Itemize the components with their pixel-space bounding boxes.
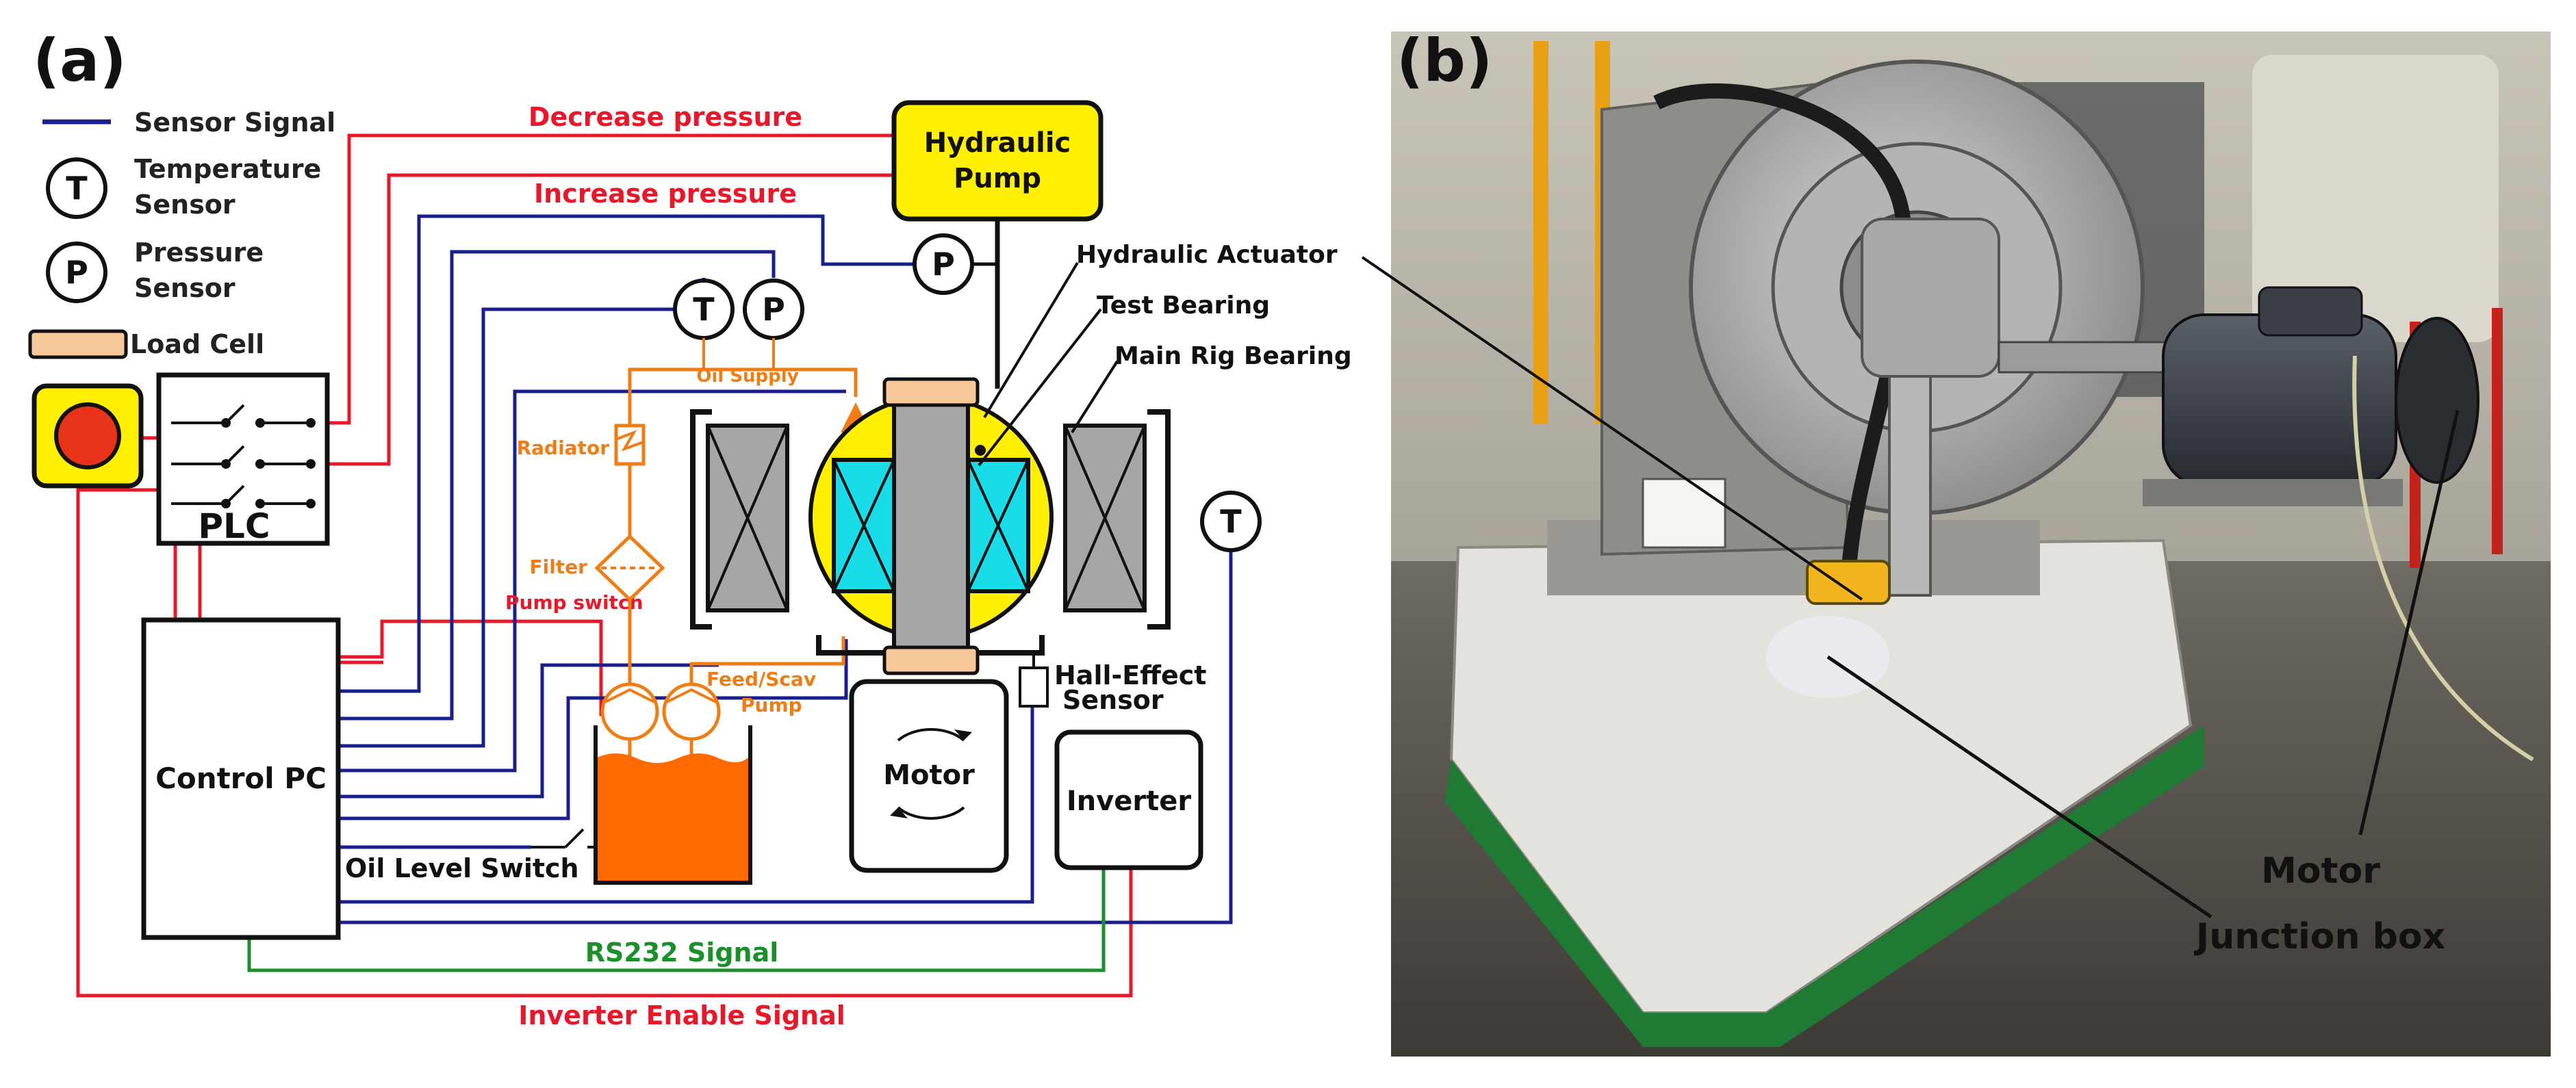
emergency-stop-button — [31, 383, 144, 489]
legend-temperature-line1: Temperature — [134, 154, 321, 184]
bearing-temperature-sensor: T — [1200, 491, 1262, 552]
rs232-signal-label: RS232 Signal — [585, 937, 779, 968]
rig-sign — [1642, 478, 1726, 549]
oil-temperature-letter: T — [693, 291, 715, 328]
hydraulic-pump-box: Hydraulic Pump — [891, 100, 1104, 389]
radiator-label: Radiator — [517, 437, 610, 459]
temperature-symbol-letter: T — [66, 170, 88, 207]
pressure-sensor-letter: P — [932, 246, 955, 283]
load-cell-yellow — [1806, 560, 1891, 605]
actuator-arm — [1888, 368, 1932, 597]
test-bearing-left — [832, 458, 896, 593]
motor-callout-line — [2358, 410, 2460, 836]
load-cell-top — [882, 377, 980, 407]
actuator-photo-callout-line — [1361, 256, 1863, 601]
control-pc-label: Control PC — [155, 762, 327, 795]
rs232-wire — [247, 868, 1106, 972]
plc-box: PLC — [156, 372, 330, 546]
drive-shaft — [1998, 341, 2178, 374]
hall-effect-line1: Hall-Effect — [1054, 660, 1206, 690]
pressure-sensor-symbol — [46, 242, 107, 303]
legend: Sensor Signal T Temperature Sensor P Pre… — [28, 107, 335, 359]
legend-temperature-line2: Sensor — [134, 190, 235, 220]
oil-supply-label: Oil Supply — [696, 366, 798, 387]
hydraulic-actuator-label: Hydraulic Actuator — [1076, 241, 1338, 269]
pressure-symbol-letter: P — [65, 254, 88, 291]
filter-label: Filter — [529, 556, 587, 578]
oil-pressure-sensor: P — [743, 279, 804, 340]
bearing-temperature-letter: T — [1220, 503, 1242, 540]
test-bearing-housing — [1861, 218, 2000, 378]
actuator-callout-dot — [975, 445, 986, 456]
main-rig-bearing-label: Main Rig Bearing — [1114, 342, 1352, 370]
motor-box: Motor — [849, 679, 1009, 873]
hydraulic-pump-line1: Hydraulic — [924, 127, 1071, 159]
control-pc-box: Control PC — [141, 617, 341, 940]
inverter-label: Inverter — [1067, 786, 1192, 817]
legend-pressure-line1: Pressure — [134, 237, 264, 268]
test-bearing-right — [966, 458, 1030, 593]
feed-scav-pumps: Feed/Scav Pump — [600, 668, 816, 741]
main-rig-bearing-left — [706, 424, 789, 612]
inverter-enable-signal-label: Inverter Enable Signal — [518, 1000, 845, 1031]
radiator-symbol: Radiator — [517, 424, 646, 466]
hydraulic-pump-line2: Pump — [954, 163, 1041, 194]
increase-pressure-label: Increase pressure — [534, 179, 797, 209]
callout-lines — [978, 261, 1119, 467]
photo-motor — [2143, 286, 2479, 506]
main-rig-bearing-right — [1063, 424, 1147, 612]
hall-effect-sensor: Hall-Effect Sensor — [1019, 653, 1206, 715]
inverter-box: Inverter — [1054, 729, 1203, 870]
motor-label: Motor — [883, 760, 975, 791]
blue-sensor-wires — [338, 214, 1233, 924]
panel-a-diagram: (a) Sensor Signal T Temperature Sensor P… — [28, 27, 1352, 1031]
panel-a-label: (a) — [33, 27, 127, 95]
junction-callout-line — [1826, 655, 2212, 919]
feed-scav-pump-line2: Pump — [741, 694, 802, 716]
test-bearing-label: Test Bearing — [1097, 292, 1270, 320]
legend-load-cell-swatch — [28, 329, 128, 359]
temperature-sensor-symbol — [46, 157, 107, 219]
feed-scav-pump-line1: Feed/Scav — [706, 668, 816, 690]
oil-level-switch-label: Oil Level Switch — [345, 853, 579, 883]
red-stand-2 — [2492, 308, 2503, 554]
pump-switch-label: Pump switch — [505, 591, 643, 614]
oil-tank — [594, 725, 752, 885]
panel-b-label: (b) — [1397, 27, 1492, 95]
legend-load-cell-label: Load Cell — [130, 329, 264, 359]
motor-cable — [2352, 355, 2534, 762]
plc-label: PLC — [198, 506, 270, 546]
hydraulic-pressure-sensor: P — [913, 233, 974, 295]
oil-pressure-letter: P — [762, 291, 785, 328]
photo-motor-label: Motor — [2261, 851, 2380, 892]
load-cell-bottom — [882, 645, 980, 675]
shaft — [892, 396, 970, 655]
background-tank — [2252, 55, 2499, 342]
yellow-frame-left — [1533, 41, 1548, 424]
oil-level-switch: Oil Level Switch — [345, 828, 596, 883]
hall-effect-line2: Sensor — [1062, 685, 1164, 715]
oil-temperature-sensor: T — [673, 279, 735, 340]
filter-symbol: Filter — [529, 534, 665, 602]
panel-b-photo: (b) Motor Junction box — [1361, 27, 2551, 1057]
decrease-pressure-label: Decrease pressure — [528, 102, 802, 132]
photo-junction-box-label: Junction box — [2194, 916, 2445, 957]
legend-sensor-signal-label: Sensor Signal — [134, 107, 335, 138]
rig-green-footing — [1444, 725, 2204, 1047]
legend-pressure-line2: Sensor — [134, 273, 235, 303]
